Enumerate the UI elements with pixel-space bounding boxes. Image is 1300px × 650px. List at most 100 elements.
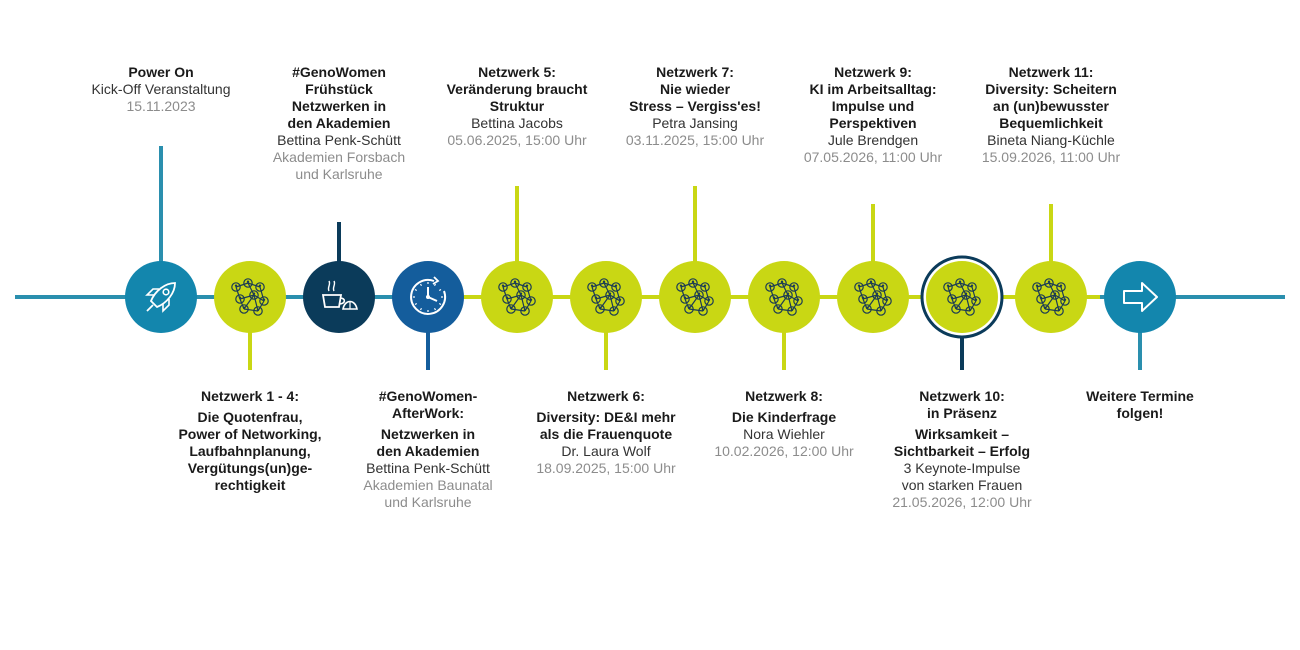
event-speaker: von starken Frauen — [901, 477, 1023, 493]
event-speaker: 3 Keynote-Impulse — [903, 460, 1021, 476]
network-icon — [765, 278, 803, 316]
event-speaker: Petra Jansing — [652, 115, 738, 131]
event-circle — [1104, 261, 1176, 333]
event-topic: Bequemlichkeit — [999, 115, 1103, 131]
event-topic: Netzwerken in — [380, 426, 476, 442]
network-icon — [943, 278, 981, 316]
event-node — [837, 261, 909, 333]
event-topic: Veränderung braucht — [446, 81, 588, 97]
event-heading: Netzwerk 10: — [919, 388, 1005, 404]
event-location: und Karlsruhe — [295, 166, 383, 182]
network-icon — [1032, 278, 1070, 316]
event-speaker: Bineta Niang-Küchle — [987, 132, 1115, 148]
event-node — [659, 261, 731, 333]
event-topic: Die Kinderfrage — [731, 409, 837, 425]
event-node — [1015, 261, 1087, 333]
event-date: 05.06.2025, 15:00 Uhr — [447, 132, 587, 148]
event-speaker: Kick-Off Veranstaltung — [91, 81, 231, 97]
event-topic: Vergütungs(un)ge- — [187, 460, 313, 476]
event-topic: KI im Arbeitsalltag: — [809, 81, 937, 97]
event-topic: Diversity: DE&I mehr — [536, 409, 676, 425]
event-speaker: Bettina Jacobs — [471, 115, 563, 131]
event-topic: Stress – Vergiss'es! — [629, 98, 761, 114]
network-icon — [231, 278, 269, 316]
event-heading: Netzwerk 7: — [656, 64, 734, 80]
event-heading: Netzwerken in — [291, 98, 387, 114]
arrow-right-icon — [1123, 282, 1158, 312]
event-node — [1104, 261, 1176, 333]
event-node — [303, 261, 375, 333]
event-circle — [303, 261, 375, 333]
event-speaker: Bettina Penk-Schütt — [366, 460, 490, 476]
event-topic: Die Quotenfrau, — [197, 409, 303, 425]
network-icon — [587, 278, 625, 316]
event-topic: Power of Networking, — [178, 426, 322, 442]
event-topic: als die Frauenquote — [539, 426, 673, 442]
event-heading: in Präsenz — [926, 405, 998, 421]
network-icon — [676, 278, 714, 316]
event-date: 15.09.2026, 11:00 Uhr — [981, 149, 1121, 165]
event-heading: den Akademien — [287, 115, 391, 131]
event-node — [392, 261, 464, 333]
event-heading: Netzwerk 1 - 4: — [200, 388, 300, 404]
event-heading: folgen! — [1116, 405, 1164, 421]
event-heading: #GenoWomen — [292, 64, 386, 80]
event-date: 18.09.2025, 15:00 Uhr — [536, 460, 676, 476]
event-date: 03.11.2025, 15:00 Uhr — [625, 132, 765, 148]
rocket-icon — [145, 282, 176, 313]
event-speaker: Jule Brendgen — [827, 132, 919, 148]
event-heading: Netzwerk 9: — [834, 64, 912, 80]
event-date: 07.05.2026, 11:00 Uhr — [803, 149, 943, 165]
event-topic: Nie wieder — [659, 81, 731, 97]
event-heading: #GenoWomen- — [378, 388, 478, 404]
event-topic: Impulse und — [831, 98, 915, 114]
event-circle — [125, 261, 197, 333]
event-heading: Weitere Termine — [1086, 388, 1194, 404]
event-speaker: Bettina Penk-Schütt — [277, 132, 401, 148]
network-icon — [498, 278, 536, 316]
clock-icon — [410, 276, 447, 315]
event-node — [125, 261, 197, 333]
event-location: Akademien Forsbach — [272, 149, 406, 165]
event-topic: an (un)bewusster — [993, 98, 1109, 114]
network-icon — [854, 278, 892, 316]
event-date: 10.02.2026, 12:00 Uhr — [714, 443, 854, 459]
event-topic: Wirksamkeit – — [914, 426, 1010, 442]
event-topic: den Akademien — [376, 443, 480, 459]
event-topic: rechtigkeit — [214, 477, 286, 493]
event-label: Netzwerk 9:KI im Arbeitsalltag:Impulse u… — [783, 64, 963, 166]
event-heading: Netzwerk 5: — [478, 64, 556, 80]
event-topic: Perspektiven — [829, 115, 917, 131]
event-heading: Netzwerk 6: — [567, 388, 645, 404]
event-speaker: Dr. Laura Wolf — [561, 443, 651, 459]
event-topic: Struktur — [489, 98, 545, 114]
event-label: Netzwerk 1 - 4: Die Quotenfrau,Power of N… — [160, 388, 340, 494]
event-speaker: Nora Wiehler — [743, 426, 825, 442]
event-date: 21.05.2026, 12:00 Uhr — [892, 494, 1032, 510]
event-heading: Netzwerk 11: — [1008, 64, 1094, 80]
event-date: 15.11.2023 — [126, 98, 196, 114]
event-topic: Laufbahnplanung, — [189, 443, 311, 459]
event-node — [214, 261, 286, 333]
event-topic: Diversity: Scheitern — [985, 81, 1117, 97]
event-location: und Karlsruhe — [384, 494, 472, 510]
event-node — [481, 261, 553, 333]
coffee-icon — [321, 280, 358, 310]
event-topic: Sichtbarkeit – Erfolg — [893, 443, 1031, 459]
event-heading: Frühstück — [305, 81, 373, 97]
event-heading: AfterWork: — [391, 405, 465, 421]
event-heading: Power On — [128, 64, 194, 80]
event-node — [748, 261, 820, 333]
event-node — [570, 261, 642, 333]
